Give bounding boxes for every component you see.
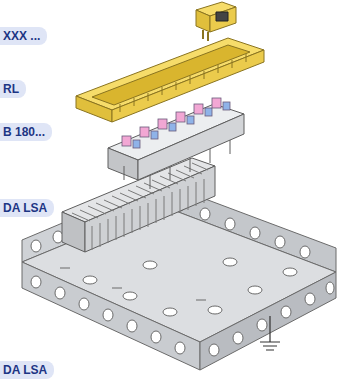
frame-holes-part bbox=[55, 287, 65, 299]
frame-slots-part bbox=[163, 308, 177, 316]
lsa-contacts-part bbox=[92, 179, 204, 250]
protection-elements-part bbox=[194, 104, 203, 114]
protection-elements-part bbox=[140, 127, 149, 137]
yellow-plug-part bbox=[216, 12, 228, 21]
frame-slots-part bbox=[83, 276, 97, 284]
yellow-rail-part bbox=[92, 45, 250, 105]
frame-slots bbox=[60, 258, 297, 316]
frame-holes-part bbox=[175, 342, 185, 354]
protection-module-part bbox=[138, 114, 244, 180]
frame-holes-part bbox=[200, 208, 210, 220]
frame-holes-part bbox=[225, 218, 235, 230]
frame-holes-part bbox=[250, 227, 260, 239]
protection-elements-part bbox=[158, 119, 167, 129]
frame-slots-part bbox=[283, 268, 297, 276]
frame-slots-part bbox=[143, 261, 157, 269]
protection-elements-part bbox=[187, 116, 194, 124]
protection-module bbox=[108, 104, 244, 189]
yellow-plug-part bbox=[196, 10, 210, 32]
frame-slots-part bbox=[60, 268, 206, 300]
yellow-plug-part bbox=[203, 30, 208, 41]
frame-holes-part bbox=[79, 298, 89, 310]
frame-holes-part bbox=[103, 309, 113, 321]
part-label: B 180... bbox=[0, 123, 52, 141]
yellow-rail bbox=[76, 38, 264, 122]
frame-slots-part bbox=[123, 292, 137, 300]
protection-elements-part bbox=[205, 108, 212, 116]
frame-holes-part bbox=[275, 236, 285, 248]
frame-holes-part bbox=[31, 240, 41, 252]
ground-symbol-part bbox=[260, 316, 280, 350]
frame-slots-part bbox=[223, 258, 237, 266]
protection-elements-part bbox=[151, 131, 158, 139]
yellow-plug bbox=[196, 2, 236, 41]
frame-holes-part bbox=[305, 293, 315, 305]
part-label: XXX ... bbox=[0, 27, 47, 45]
frame-holes-part bbox=[209, 344, 219, 356]
protection-elements-part bbox=[223, 102, 230, 110]
frame-holes-part bbox=[31, 276, 41, 288]
protection-elements-part bbox=[212, 98, 221, 108]
mounting-frame-part bbox=[22, 262, 200, 370]
frame-holes-part bbox=[300, 246, 310, 258]
part-label: DA LSA bbox=[0, 199, 54, 217]
part-label: DA LSA bbox=[0, 361, 54, 379]
ground-symbol bbox=[260, 316, 280, 350]
frame-slots-part bbox=[208, 306, 222, 314]
protection-module-part bbox=[108, 148, 138, 180]
protection-elements-part bbox=[133, 140, 140, 148]
frame-holes-part bbox=[127, 320, 137, 332]
yellow-plug-part bbox=[210, 7, 236, 32]
part-label: RL bbox=[0, 80, 26, 98]
frame-holes-part bbox=[233, 332, 243, 344]
protection-elements-part bbox=[122, 136, 131, 146]
mounting-frame-part bbox=[200, 272, 336, 370]
frame-holes-part bbox=[281, 306, 291, 318]
protection-module-part bbox=[124, 140, 230, 189]
lsa-strip-part bbox=[62, 212, 85, 252]
frame-slots-part bbox=[248, 286, 262, 294]
protection-elements-part bbox=[176, 112, 185, 122]
frame-holes-part bbox=[257, 319, 267, 331]
frame-holes bbox=[31, 195, 334, 356]
frame-holes-part bbox=[151, 331, 161, 343]
yellow-rail-part bbox=[120, 54, 246, 112]
frame-holes-part bbox=[326, 282, 334, 294]
protection-elements-part bbox=[169, 123, 176, 131]
